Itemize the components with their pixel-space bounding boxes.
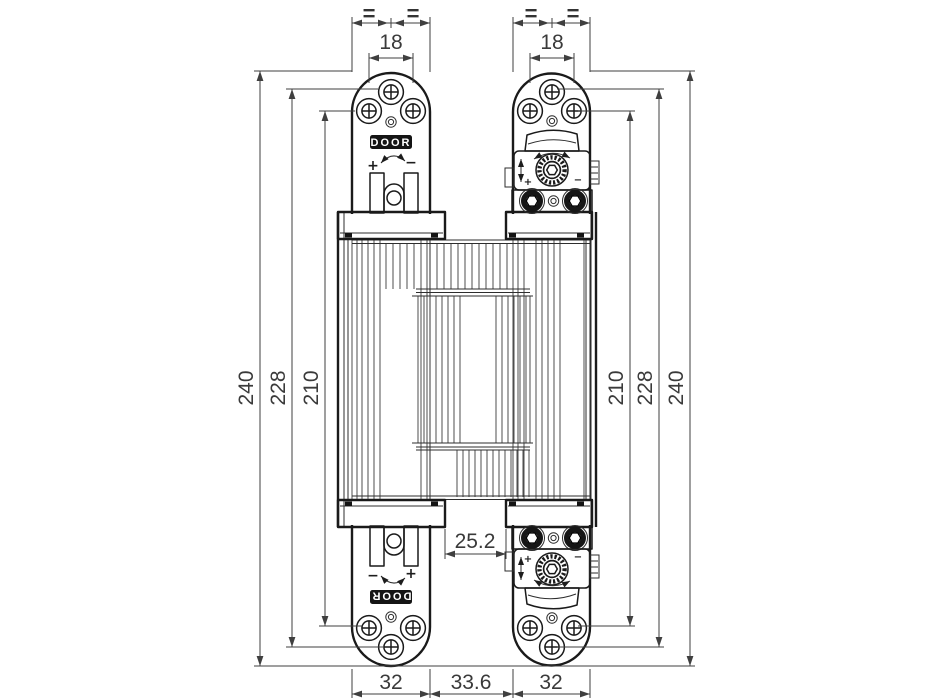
- door-badge: DOOR: [370, 590, 412, 604]
- hinge-body: DOOR + −: [336, 71, 600, 668]
- equal-mark: =: [363, 1, 376, 26]
- hex-bolt-icon: [563, 189, 588, 214]
- pivot-slot: [369, 172, 419, 214]
- minus-sign: −: [367, 568, 379, 584]
- hex-bolt-icon: [520, 189, 545, 214]
- plate-top-right: + −: [504, 72, 600, 215]
- dim-top-right-18: 18: [512, 17, 591, 83]
- dim-left-vertical: 240 228 210: [235, 70, 695, 667]
- dim-label-33-6: 33.6: [451, 671, 492, 694]
- mounting-bracket-bottom-left: [336, 498, 447, 529]
- dimension-annotations: = = = = 18 18 2: [235, 1, 695, 698]
- door-label: DOOR: [371, 590, 412, 602]
- dim-label-32: 32: [539, 671, 562, 694]
- dim-label-228: 228: [634, 370, 657, 405]
- adjuster-mechanism: + −: [504, 526, 600, 610]
- plus-sign: +: [524, 554, 532, 565]
- minus-sign: −: [405, 155, 417, 171]
- plus-sign: +: [367, 158, 379, 174]
- dim-label-240: 240: [235, 370, 258, 405]
- door-label: DOOR: [371, 137, 412, 149]
- plus-sign: +: [405, 566, 417, 582]
- dim-label-240: 240: [665, 370, 688, 405]
- adjuster-mechanism: + −: [504, 129, 600, 214]
- rotate-adjust-arrow-icon: [533, 151, 571, 160]
- equal-mark: =: [525, 1, 538, 26]
- door-badge: DOOR: [370, 135, 412, 149]
- dim-label-32: 32: [379, 671, 402, 694]
- dim-label-210: 210: [605, 370, 628, 405]
- adjustment-arrow-icon: + −: [367, 153, 417, 174]
- plus-sign: +: [524, 177, 532, 188]
- dim-bottom-horizontal: 32 33.6 32: [351, 669, 591, 698]
- dim-label-18: 18: [379, 31, 402, 54]
- equal-mark: =: [567, 1, 580, 26]
- rotate-adjust-arrow-icon: [533, 579, 571, 588]
- dim-right-vertical: 210 228 240: [557, 70, 695, 666]
- plate-top-left: DOOR + −: [350, 71, 432, 214]
- adjustment-arrow-icon: − +: [367, 566, 417, 586]
- dim-top-left-18: 18: [351, 17, 431, 83]
- mounting-bracket-top-left: [336, 210, 447, 241]
- dim-label-210: 210: [300, 370, 323, 405]
- minus-sign: −: [574, 552, 582, 563]
- pivot-slot: [369, 525, 419, 567]
- profile-hatching-lines: [351, 239, 591, 500]
- hex-bolt-icon: [520, 526, 545, 551]
- equal-mark: =: [407, 1, 420, 26]
- minus-sign: −: [574, 175, 582, 186]
- dim-center-gap: 25.2: [444, 529, 507, 559]
- frame-edge-lines: [336, 212, 598, 527]
- dim-label-25-2: 25.2: [455, 530, 496, 553]
- hex-bolt-icon: [563, 526, 588, 551]
- dim-label-228: 228: [267, 370, 290, 405]
- dim-label-18: 18: [540, 31, 563, 54]
